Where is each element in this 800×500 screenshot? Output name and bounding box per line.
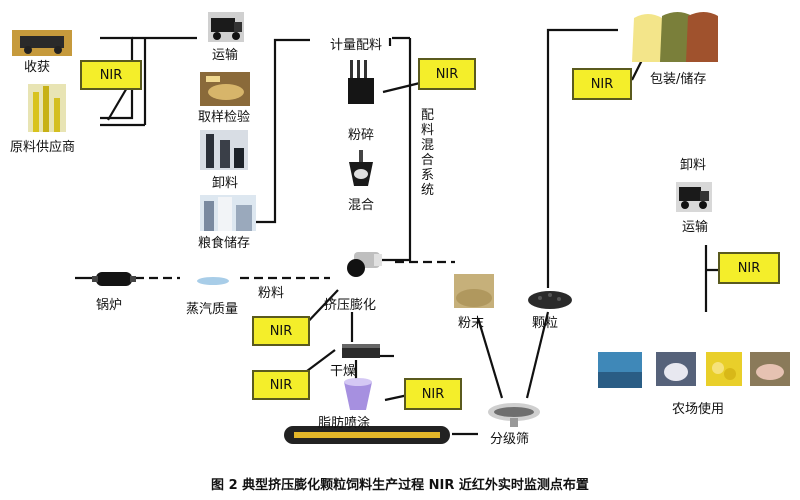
extruder-machine	[347, 252, 382, 277]
label-supplier: 原料供应商	[10, 140, 76, 155]
metering-machine	[348, 60, 374, 104]
label-transport: 运输	[212, 48, 239, 63]
farm-photo-fowl	[656, 352, 696, 386]
nir-label-harvest: NIR	[99, 67, 123, 83]
nir-callout-coating	[404, 378, 462, 410]
label-pellets: 颗粒	[532, 316, 559, 331]
label-steam-quality: 蒸汽质量	[186, 302, 239, 317]
farm-photo-pigs	[750, 352, 790, 386]
label-fines: 粉末	[458, 316, 485, 331]
label-crushing: 粉碎	[348, 128, 375, 143]
nir-callout-farm	[718, 252, 780, 284]
label-drying: 干燥	[330, 364, 357, 379]
fines-pile	[454, 274, 494, 308]
label-screening: 分级筛	[490, 432, 530, 447]
nir-callout-extrusion	[252, 316, 310, 346]
nir-label-metering: NIR	[435, 66, 459, 82]
label-sampling: 取样检验	[198, 110, 251, 125]
nir-callout-harvest	[80, 60, 142, 90]
nir-callout-metering	[418, 58, 476, 90]
supplier-photo	[28, 84, 66, 132]
nir-callout-packing	[572, 68, 632, 100]
feed-bags	[632, 12, 718, 62]
label-grain-storage: 粮食储存	[198, 236, 251, 251]
label-fat-coating: 脂肪喷涂	[318, 416, 371, 431]
grain-storage-photo	[200, 195, 256, 231]
dryer-machine	[342, 344, 380, 358]
label-mixing: 混合	[348, 198, 375, 213]
label-farm-use: 农场使用	[672, 402, 725, 417]
label-metering: 计量配料	[330, 38, 383, 53]
farm-photo-fish	[598, 352, 642, 388]
nir-label-extrusion: NIR	[269, 323, 293, 339]
label-boiler: 锅炉	[96, 298, 123, 313]
farm-truck-photo	[676, 182, 712, 212]
label-extrusion: 挤压膨化	[324, 298, 377, 313]
farm-photo-chicks	[706, 352, 742, 386]
label-packing-storage: 包装/储存	[650, 72, 707, 87]
label-farm-transport: 运输	[682, 220, 709, 235]
steam-icon	[197, 277, 229, 285]
nir-label-farm: NIR	[737, 260, 761, 276]
nir-callout-drying	[252, 370, 310, 400]
fat-coating-drum	[344, 378, 372, 410]
figure-caption: 图 2 典型挤压膨化颗粒饲料生产过程 NIR 近红外实时监测点布置	[211, 478, 589, 493]
unload-photo	[200, 130, 248, 170]
label-farm-unload: 卸料	[680, 158, 707, 173]
label-unload: 卸料	[212, 176, 239, 191]
boiler-machine	[92, 272, 136, 286]
harvest-photo	[12, 30, 72, 56]
label-powder-feed: 粉料	[258, 286, 285, 301]
nir-label-packing: NIR	[590, 76, 614, 92]
nir-label-coating: NIR	[421, 386, 445, 402]
screener-machine	[488, 403, 540, 427]
conveyor-belt	[284, 426, 450, 444]
nir-label-drying: NIR	[269, 377, 293, 393]
truck-photo	[208, 12, 244, 42]
pellets-pile	[528, 291, 572, 309]
sampling-photo	[200, 72, 250, 106]
mixer-machine	[349, 150, 373, 186]
label-harvest: 收获	[24, 60, 51, 75]
label-mixing-system: 配料混合系统	[420, 108, 434, 198]
